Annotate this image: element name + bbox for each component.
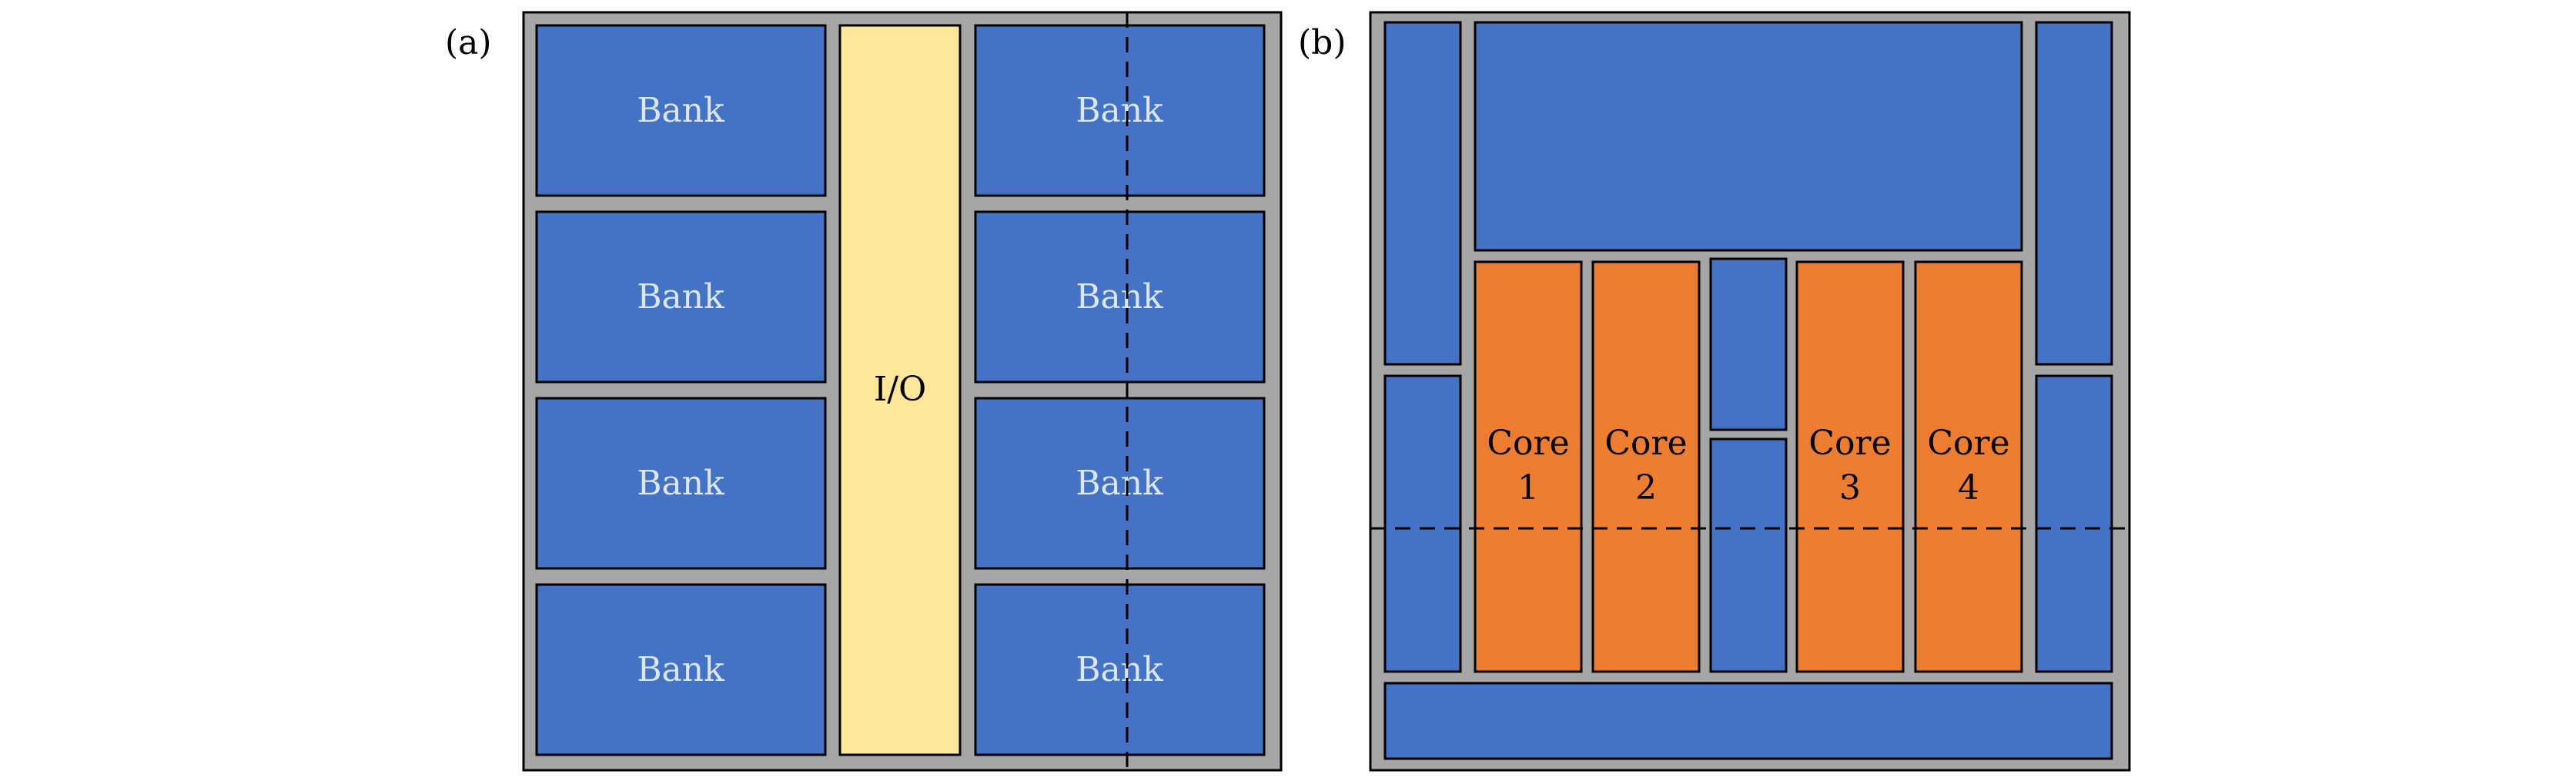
bank-left-4-label: Bank [637,650,724,689]
bank-right-2-label: Bank [1076,277,1163,317]
bank-left-2 [535,210,827,384]
bank-right-3-label: Bank [1076,464,1163,503]
bank-right-1-label: Bank [1076,91,1163,130]
core-4-word: Core [1927,424,2009,463]
core-1-word: Core [1487,424,1569,463]
bank-left-1 [535,24,827,197]
block-right-bottom [2035,374,2113,673]
bank-left-1-label: Bank [637,91,724,130]
block-middle-top [1709,257,1788,431]
io-label: I/O [874,370,926,409]
bank-right-2 [974,210,1266,384]
core-3-number: 3 [1839,468,1861,508]
core-3 [1795,260,1905,673]
bank-right-1 [974,24,1266,197]
bank-left-4 [535,583,827,756]
bank-right-3 [974,397,1266,570]
core-2-number: 2 [1635,468,1657,508]
core-1 [1474,260,1583,673]
panel-a: (a) Bank Bank Bank Bank I/O Bank Bank Ba… [445,11,1283,772]
bank-right-4 [974,583,1266,756]
core-4-number: 4 [1958,468,1979,508]
block-top-wide [1474,21,2023,252]
panel-b: (b) Core 1 Core 2 Core 3 Core 4 [1298,11,2131,772]
io-block [838,24,962,756]
block-left-bottom [1383,374,1462,673]
block-bottom-wide [1383,682,2113,760]
core-2 [1591,260,1701,673]
core-3-word: Core [1808,424,1891,463]
block-middle-bottom [1709,437,1788,673]
bank-left-2-label: Bank [637,277,724,317]
bank-right-4-label: Bank [1076,650,1163,689]
block-left-top [1383,21,1462,366]
block-right-top [2035,21,2113,366]
panel-b-label: (b) [1298,23,1347,62]
bank-left-3 [535,397,827,570]
core-2-word: Core [1604,424,1687,463]
core-1-number: 1 [1517,468,1539,508]
core-4 [1914,260,2023,673]
bank-left-3-label: Bank [637,464,724,503]
panel-a-label: (a) [445,23,492,62]
